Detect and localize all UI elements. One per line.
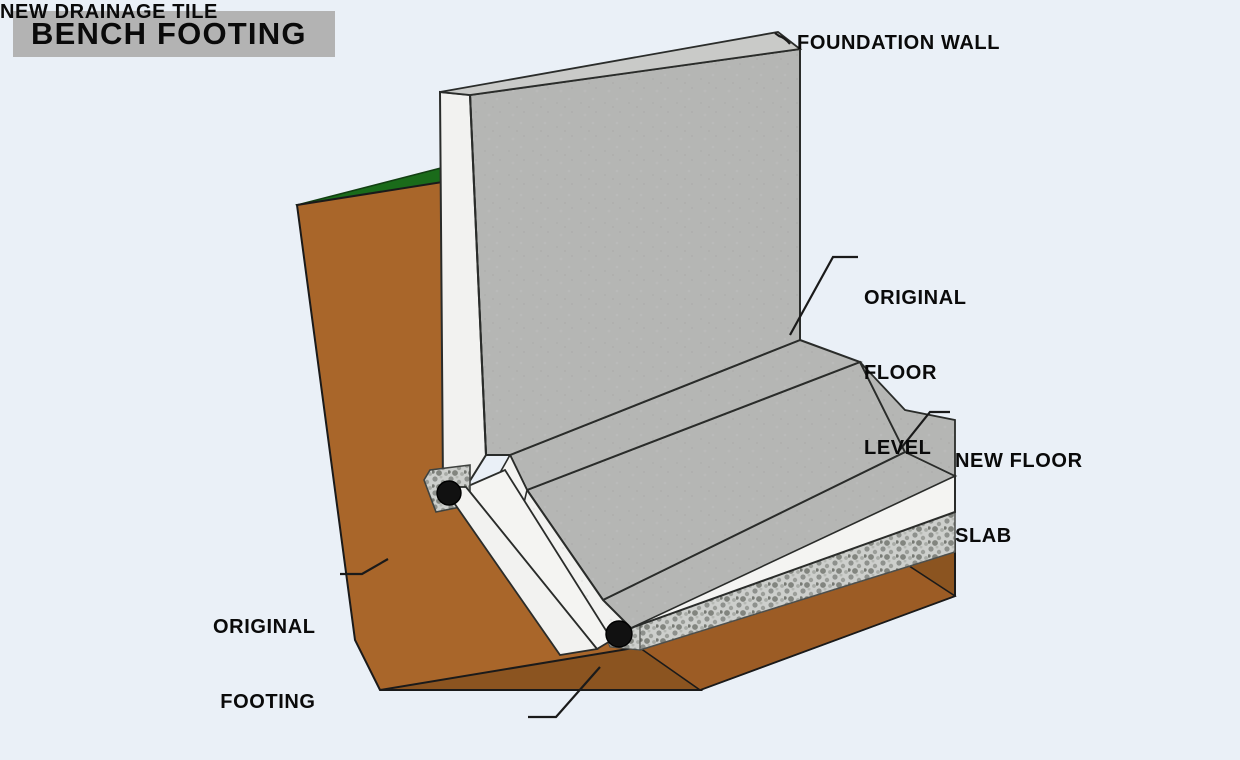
label-original-floor-level: ORIGINAL FLOOR LEVEL bbox=[864, 236, 967, 511]
label-new-drainage-tile: NEW DRAINAGE TILE bbox=[0, 1, 218, 23]
leader-foundation-wall bbox=[774, 32, 791, 45]
leader-new-floor-slab bbox=[897, 410, 950, 453]
wall-top-edge bbox=[439, 31, 803, 96]
leader-lines bbox=[340, 32, 950, 719]
label-line: NEW FLOOR bbox=[955, 450, 1083, 472]
label-line: LEVEL bbox=[864, 437, 932, 459]
leader-original-floor-level bbox=[789, 255, 858, 336]
title-text: BENCH FOOTING bbox=[31, 16, 307, 51]
leader-original-footing bbox=[340, 558, 389, 576]
label-foundation-wall: FOUNDATION WALL bbox=[797, 32, 1001, 54]
label-line: SLAB bbox=[955, 525, 1012, 547]
foundation-wall bbox=[438, 31, 803, 488]
drainage-tile-upper bbox=[436, 480, 462, 506]
label-line: ORIGINAL bbox=[213, 616, 316, 638]
drainage-tile-lower bbox=[605, 620, 633, 648]
label-line: FLOOR bbox=[864, 362, 937, 384]
drainage-tiles bbox=[436, 480, 633, 648]
label-line: ORIGINAL bbox=[864, 287, 967, 309]
bench-lower-riser bbox=[859, 361, 956, 478]
label-line: FOOTING bbox=[220, 691, 316, 713]
label-original-footing: ORIGINAL FOOTING bbox=[213, 565, 316, 760]
label-new-floor-slab: NEW FLOOR SLAB bbox=[955, 399, 1083, 599]
title-badge: BENCH FOOTING bbox=[13, 11, 335, 57]
leader-new-drainage-tile bbox=[528, 666, 601, 719]
wall-corner-seam bbox=[469, 94, 487, 456]
